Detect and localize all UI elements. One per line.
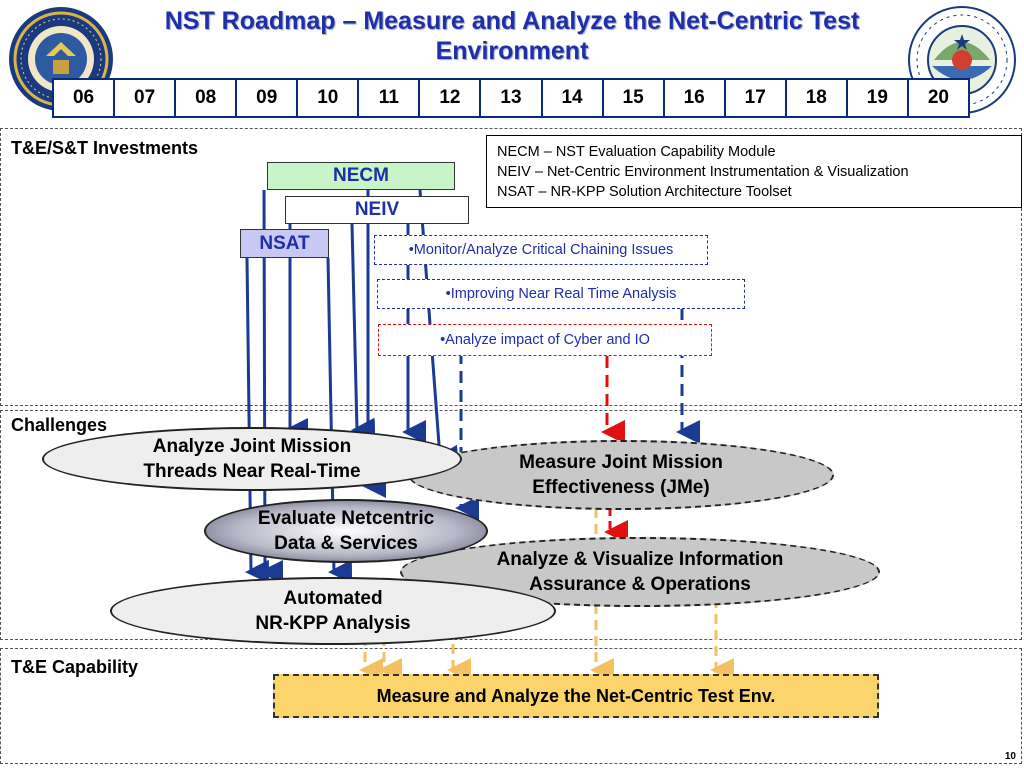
info-assurance-line2: Assurance & Operations [529, 574, 751, 595]
timeline-year: 20 [927, 87, 949, 108]
netcentric-line1: Evaluate Netcentric [257, 508, 435, 529]
timeline-year: 06 [54, 80, 116, 116]
jme-line2: Effectiveness (JMe) [532, 477, 710, 498]
timeline-year: 14 [543, 80, 604, 116]
timeline-year: 13 [481, 80, 543, 116]
timeline-year: 07 [115, 80, 177, 116]
timeline-year: 16 [665, 80, 726, 116]
nrkpp-line1: Automated [283, 588, 383, 609]
capability-box: Measure and Analyze the Net-Centric Test… [273, 674, 879, 718]
timeline-year: 19 [848, 80, 909, 116]
jme-line1: Measure Joint Mission [519, 452, 723, 473]
activity-near-real-time: •Improving Near Real Time Analysis [377, 279, 745, 309]
challenges-band [0, 410, 1022, 640]
investments-band [0, 128, 1022, 406]
timeline-year: 15 [604, 80, 665, 116]
joint-threads-line1: Analyze Joint Mission [152, 436, 352, 457]
timeline-year: 09 [237, 80, 299, 116]
timeline-year: 08 [176, 80, 238, 116]
capability-label: T&E Capability [11, 657, 139, 677]
legend-neiv: NEIV – Net-Centric Environment Instrumen… [497, 164, 909, 180]
investments-label: T&E/S&T Investments [11, 138, 199, 158]
timeline-year: 18 [787, 80, 848, 116]
program-nsat: NSAT [240, 229, 329, 258]
resource-management-seal-icon [9, 7, 113, 111]
timeline-year: 17 [726, 80, 787, 116]
timeline-year: 10 [298, 80, 360, 116]
timeline-year: 12 [420, 80, 482, 116]
activity-monitor-chaining: •Monitor/Analyze Critical Chaining Issue… [374, 235, 708, 265]
netcentric-line2: Data & Services [274, 533, 418, 554]
page-title: NST Roadmap – Measure and Analyze the Ne… [164, 7, 860, 65]
legend-necm: NECM – NST Evaluation Capability Module [497, 144, 776, 160]
info-assurance-line1: Analyze & Visualize Information [496, 549, 784, 570]
capability-band [0, 648, 1022, 764]
activity-cyber-io: •Analyze impact of Cyber and IO [378, 324, 712, 356]
program-neiv: NEIV [285, 196, 469, 224]
timeline-year: 11 [359, 80, 421, 116]
acronym-legend: NECM – NST Evaluation Capability Module … [486, 135, 1022, 208]
challenges-label: Challenges [11, 415, 108, 435]
joint-threads-line2: Threads Near Real-Time [143, 461, 361, 482]
nrkpp-line2: NR-KPP Analysis [255, 613, 411, 634]
program-necm: NECM [267, 162, 455, 190]
page-number: 10 [1004, 751, 1016, 762]
legend-nsat: NSAT – NR-KPP Solution Architecture Tool… [497, 184, 792, 200]
